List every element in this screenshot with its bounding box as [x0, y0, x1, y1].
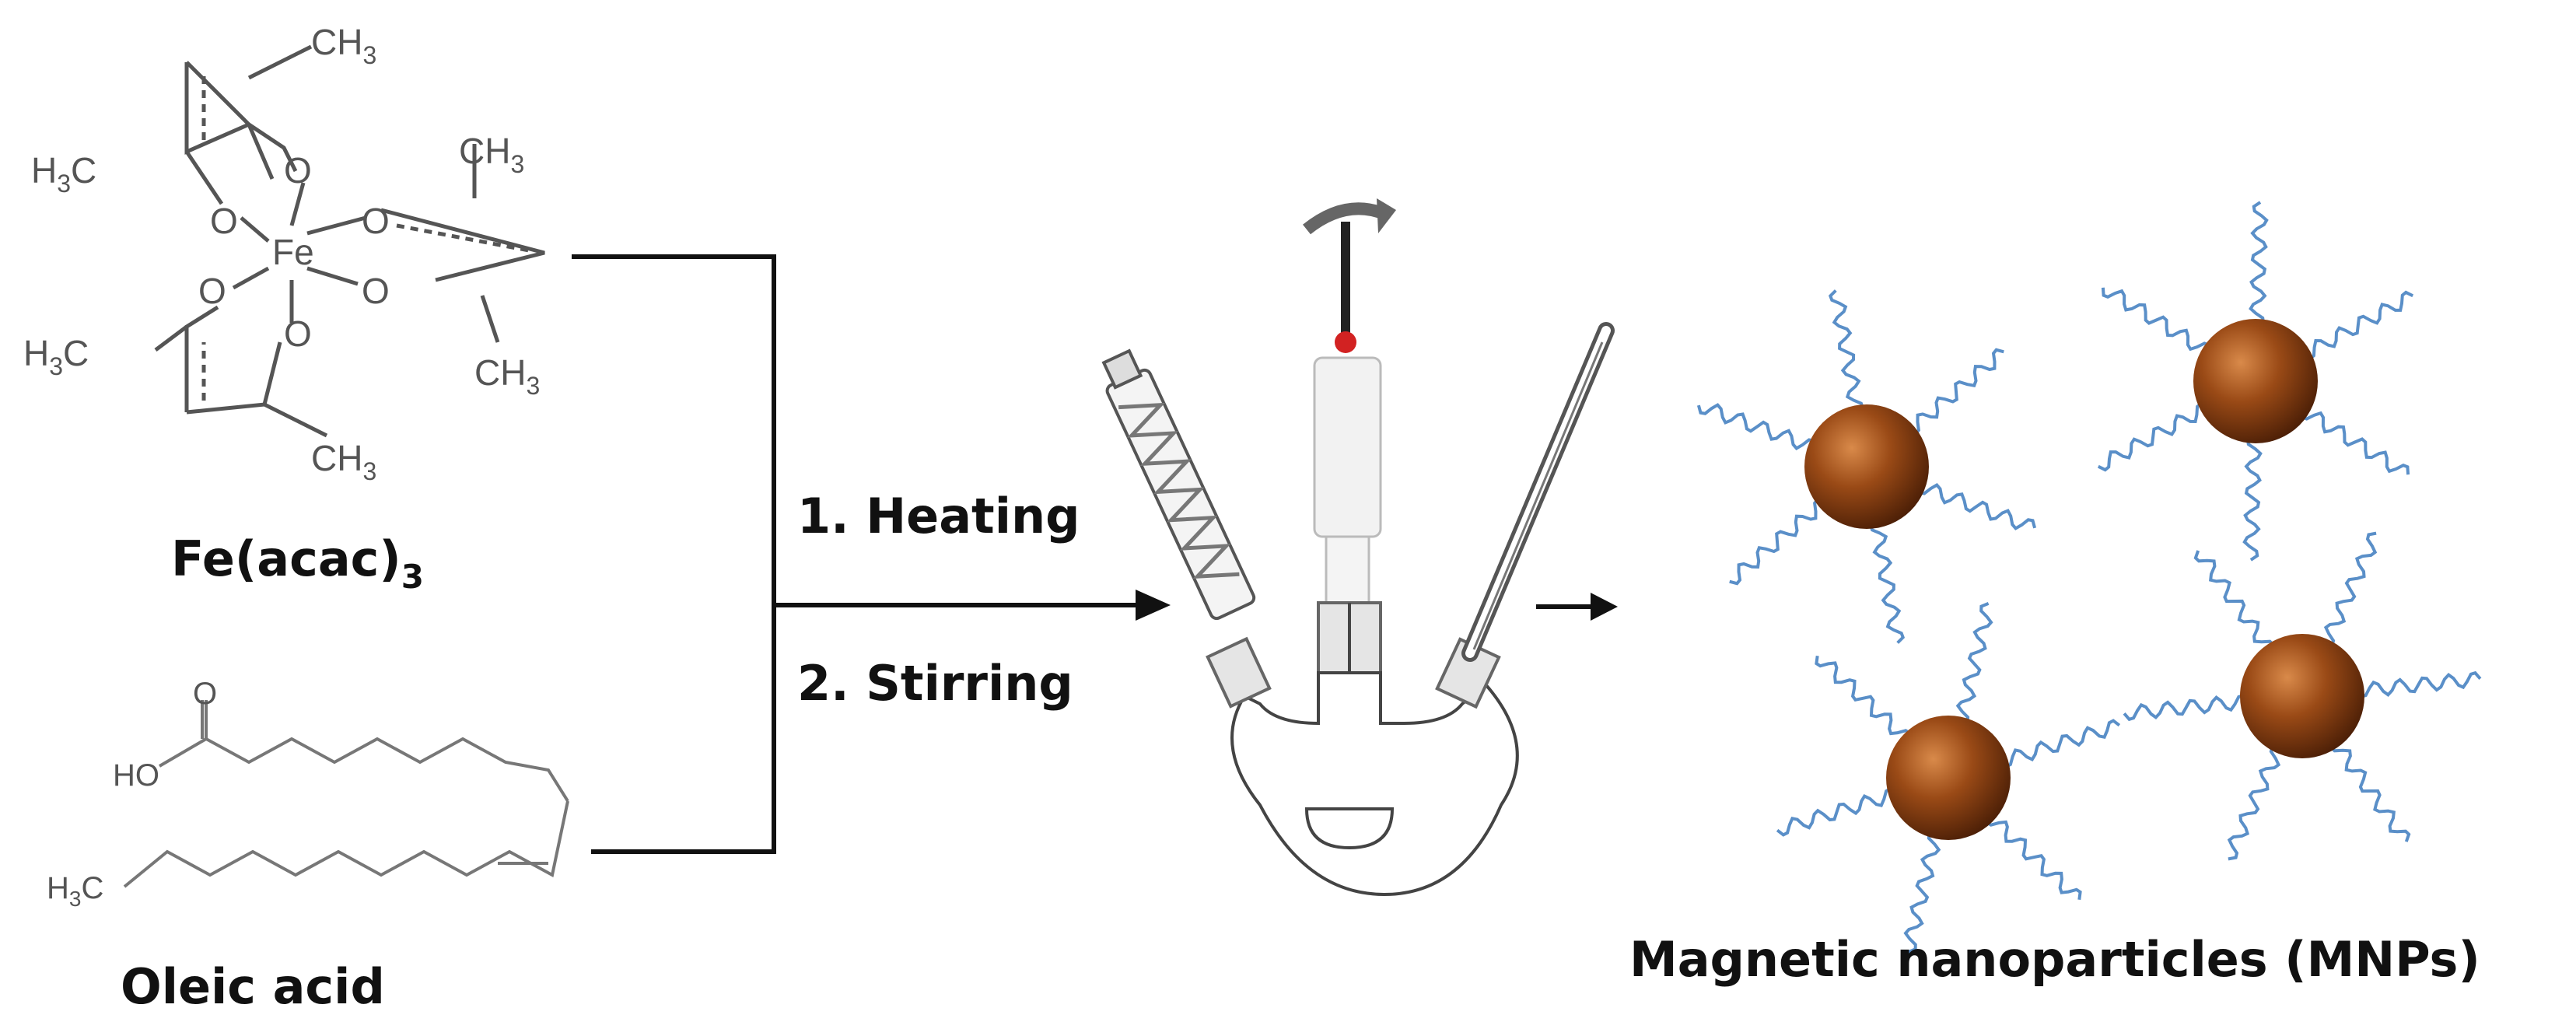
reaction-connector — [572, 254, 1143, 854]
ligand-chain — [1955, 602, 1993, 726]
ligand-chain — [2193, 550, 2275, 653]
svg-text:H3C: H3C — [31, 150, 96, 198]
oleic-acid-structure — [123, 700, 569, 888]
ligand-chain — [1908, 348, 2004, 436]
ligand-chain — [1903, 829, 1941, 954]
ligand-chain — [2355, 670, 2482, 698]
ligand-chain — [1916, 483, 2037, 530]
ligand-chain — [1985, 814, 2082, 901]
nanoparticle-core — [1804, 404, 1929, 529]
step-heating: 1. Heating — [797, 488, 1080, 544]
nanoparticle — [1776, 602, 2121, 954]
nanoparticle-core — [1886, 716, 2011, 840]
ligand-chain — [2300, 409, 2410, 475]
svg-text:O: O — [210, 201, 238, 241]
ligand-chain — [2242, 434, 2263, 562]
product-arrow — [1536, 593, 1618, 621]
svg-text:CH3: CH3 — [311, 22, 376, 69]
nanoparticle-cluster — [1696, 201, 2482, 954]
ligand-chain — [1815, 655, 1912, 741]
ligand-chain — [2249, 201, 2269, 328]
svg-text:O: O — [193, 677, 217, 711]
svg-text:H3C: H3C — [47, 871, 103, 911]
ligand-chain — [2123, 694, 2249, 722]
nanoparticle — [2097, 201, 2414, 562]
ligand-chain — [1828, 289, 1865, 415]
stopper-icon — [1335, 331, 1356, 353]
oleic-acid-atoms: O HO H3C — [47, 677, 217, 911]
ligand-chain — [2101, 287, 2211, 353]
svg-text:CH3: CH3 — [474, 352, 540, 400]
product-label: Magnetic nanoparticles (MNPs) — [1629, 931, 2480, 988]
svg-text:O: O — [362, 271, 390, 311]
oleic-acid-label: Oleic acid — [121, 958, 385, 1015]
ligand-chain — [2323, 531, 2378, 649]
nanoparticle-core — [2240, 634, 2364, 758]
ligand-chain — [2227, 744, 2281, 861]
step-stirring: 2. Stirring — [797, 655, 1073, 712]
rotation-icon — [1303, 198, 1396, 235]
ligand-chain — [1868, 519, 1906, 644]
svg-text:O: O — [362, 201, 390, 241]
reaction-arrowhead — [1136, 590, 1171, 621]
svg-text:O: O — [198, 271, 226, 311]
nanoparticle-core — [2193, 319, 2318, 443]
svg-text:CH3: CH3 — [311, 438, 376, 485]
svg-text:O: O — [284, 313, 312, 354]
nanoparticle — [2123, 531, 2482, 861]
reaction-apparatus — [1101, 198, 1615, 897]
ligand-chain — [1999, 719, 2121, 768]
ligand-chain — [1776, 787, 1898, 837]
ligand-chain — [2097, 401, 2209, 472]
ligand-chain — [1729, 498, 1825, 586]
svg-text:H3C: H3C — [23, 333, 89, 380]
nanoparticle — [1696, 289, 2037, 644]
fe-acac-structure — [154, 44, 545, 438]
svg-text:Fe: Fe — [272, 232, 314, 272]
fe-acac-label: Fe(acac)3 — [171, 530, 424, 596]
ligand-chain — [2302, 290, 2414, 361]
ligand-chain — [1696, 403, 1818, 450]
fe-acac-atoms: CH3 H3C CH3 H3C CH3 CH3 Fe O O O O O O — [23, 22, 540, 485]
svg-text:CH3: CH3 — [459, 131, 524, 178]
svg-text:O: O — [284, 150, 312, 191]
ligand-chain — [2329, 740, 2411, 842]
svg-text:HO: HO — [113, 758, 159, 793]
condenser — [1101, 348, 1256, 621]
